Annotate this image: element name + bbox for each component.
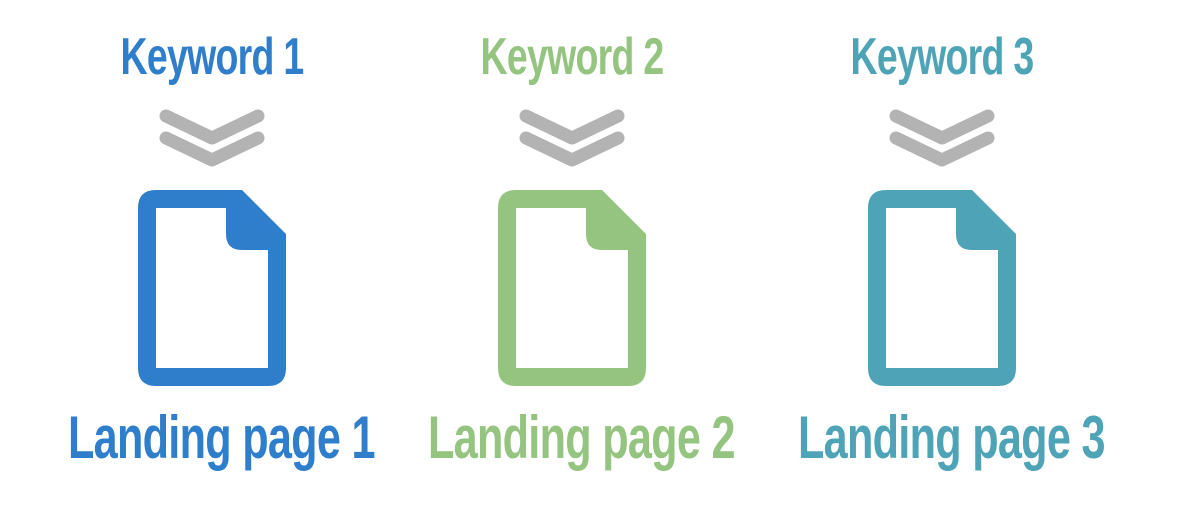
keyword-label: Keyword 2 (480, 28, 665, 86)
double-chevron-down-icon (159, 109, 265, 167)
document-icon (138, 190, 286, 386)
double-chevron-down-icon (519, 109, 625, 167)
keyword-column-2: Keyword 2 Landing page 2 (412, 0, 735, 524)
landing-page-label: Landing page 2 (428, 404, 735, 471)
keyword-label: Keyword 1 (120, 28, 305, 86)
keyword-column-1: Keyword 1 Landing page 1 (52, 0, 375, 524)
double-chevron-down-icon (889, 109, 995, 167)
landing-page-label: Landing page 1 (68, 404, 375, 471)
landing-page-label: Landing page 3 (798, 404, 1105, 471)
keyword-column-3: Keyword 3 Landing page 3 (782, 0, 1105, 524)
document-icon (498, 190, 646, 386)
keyword-label: Keyword 3 (850, 28, 1035, 86)
document-icon (868, 190, 1016, 386)
